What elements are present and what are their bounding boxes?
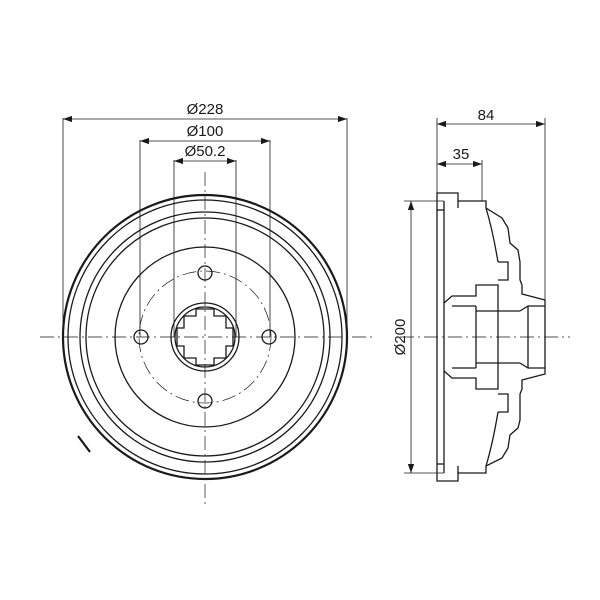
dim-text-center-bore: Ø50.2 (185, 143, 226, 160)
hub-outer-circle (170, 302, 240, 372)
drum-section-profile (436, 192, 546, 482)
dim-text-drum-diameter: Ø200 (392, 319, 409, 356)
drum-face-ring (79, 211, 331, 463)
dim-text-total-width: 84 (478, 107, 495, 124)
hub-flange-ring (114, 246, 296, 428)
bolt-pitch-circle (138, 270, 272, 404)
drum-web-inner-top (485, 207, 499, 263)
bolt-hole-right (261, 329, 277, 345)
hub-section-profile (443, 284, 499, 390)
hub-inner-circle (174, 306, 236, 368)
front-view: Ø228 Ø100 Ø50.2 (40, 101, 372, 505)
drum-outer-ring-inner (67, 199, 343, 475)
side-view: 84 35 Ø200 (392, 107, 570, 482)
drum-web-inner-bottom (485, 411, 499, 467)
drum-face-ring-inner (85, 217, 325, 457)
drum-web-back-bottom (498, 393, 509, 413)
dim-text-flange-width: 35 (453, 146, 470, 163)
dim-text-outer: Ø228 (187, 101, 224, 118)
bolt-hole-left (133, 329, 149, 345)
dim-text-bolt-circle: Ø100 (187, 123, 224, 140)
section-cut-mark (77, 435, 91, 453)
hub-splined-bore (176, 308, 234, 366)
bolt-hole-top (197, 265, 213, 281)
drum-web-back-top (498, 261, 509, 281)
bolt-hole-bottom (197, 393, 213, 409)
